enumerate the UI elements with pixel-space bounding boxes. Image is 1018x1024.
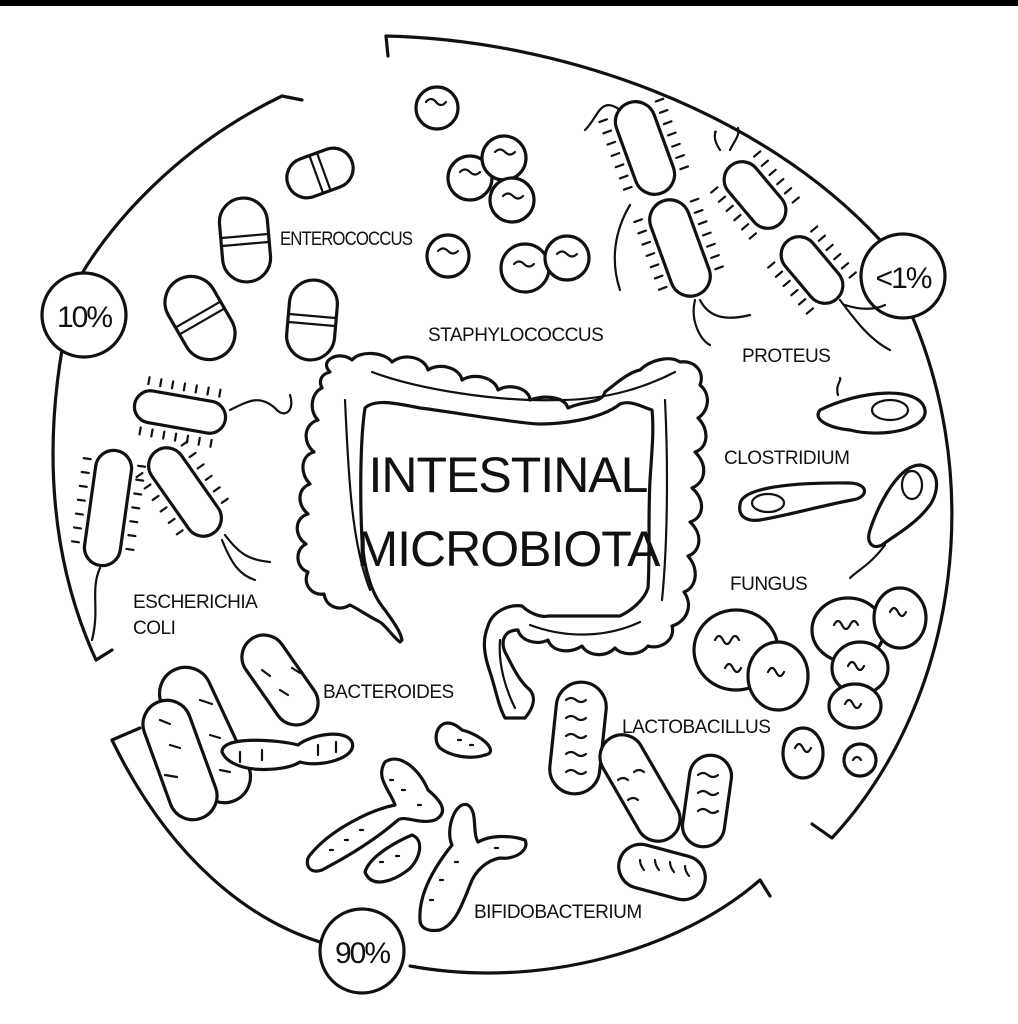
title-line-1: INTESTINAL: [369, 447, 648, 503]
colon-illustration: [295, 351, 709, 720]
bracket-less-than-1-percent: [384, 34, 954, 840]
top-bar: [0, 0, 1018, 6]
bifidobacterium-illustration: [305, 721, 528, 933]
label-escherichia-line-2: COLI: [133, 618, 175, 639]
percent-10-text: 10%: [57, 301, 112, 334]
bracket-90-percent: [110, 726, 772, 975]
bacteroides-illustration: [141, 633, 355, 822]
clostridium-illustration: [738, 376, 939, 580]
percent-badge-10: 10%: [40, 271, 128, 359]
label-bacteroides: BACTEROIDES: [323, 682, 454, 703]
fungus-illustration: [692, 586, 928, 780]
staphylococcus-illustration: [414, 85, 591, 294]
label-proteus: PROTEUS: [742, 346, 830, 367]
label-bifidobacterium: BIFIDOBACTERIUM: [474, 902, 642, 923]
proteus-illustration: [583, 97, 892, 352]
label-lactobacillus: LACTOBACILLUS: [622, 717, 770, 738]
label-fungus: FUNGUS: [730, 574, 807, 595]
escherichia-coli-illustration: [70, 376, 293, 642]
label-escherichia-line-1: ESCHERICHIA: [133, 592, 258, 613]
title-line-2: MICROBIOTA: [357, 521, 662, 577]
bracket-10-percent: [51, 94, 304, 662]
label-staphylococcus: STAPHYLOCOCCUS: [428, 325, 603, 346]
label-clostridium: CLOSTRIDIUM: [724, 448, 849, 469]
lactobacillus-illustration: [548, 680, 734, 902]
percent-badge-90: 90%: [318, 907, 406, 995]
percent-badge-less-than-1: <1%: [859, 232, 947, 320]
percent-lt1-text: <1%: [876, 262, 932, 295]
percent-90-text: 90%: [335, 937, 390, 970]
enterococcus-illustration: [163, 146, 355, 362]
label-enterococcus: ENTEROCOCCUS: [280, 229, 412, 250]
